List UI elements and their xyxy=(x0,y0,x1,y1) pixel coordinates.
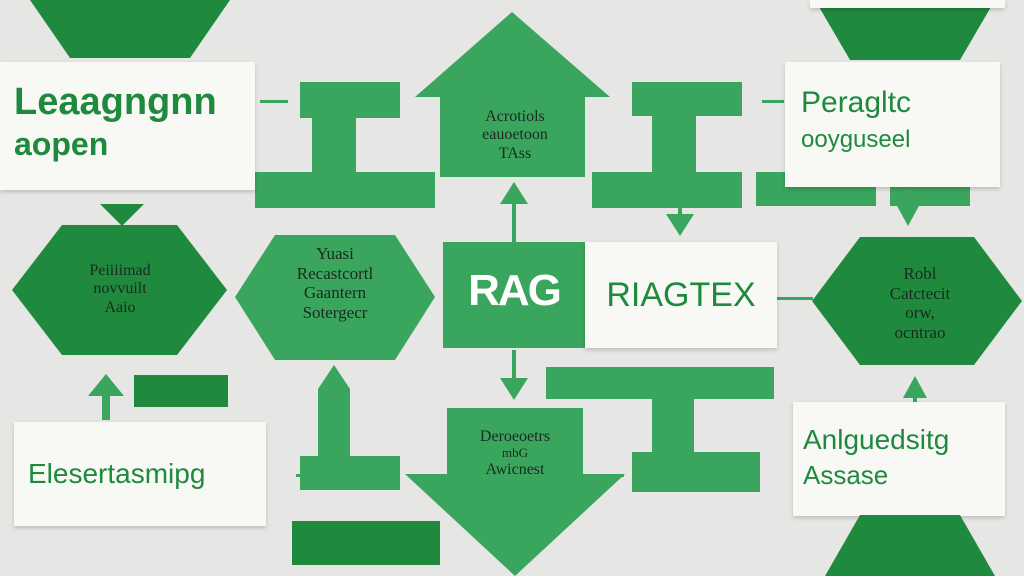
arrow-stem xyxy=(678,200,682,218)
dash-connector xyxy=(775,297,813,300)
top-left-box: Leaagngnn aopen xyxy=(0,62,255,190)
center-left-hexagon-label: Yuasi Recastcortl Gaantern Sotergecr xyxy=(255,244,415,322)
rag-block-left xyxy=(443,242,585,348)
label-line: ocntrao xyxy=(894,322,946,342)
rag-block-right-label: RIAGTEX xyxy=(606,276,756,314)
bottom-left-box-label: Elesertasmipg xyxy=(28,458,206,489)
connector-mid-left-stem xyxy=(318,389,350,461)
dash-connector xyxy=(762,100,784,103)
arrow-stem xyxy=(906,190,910,208)
top-center-house-label: Acrotiols eauoetoon TAss xyxy=(445,108,585,163)
label-line: eauoetoon xyxy=(482,126,548,144)
top-center-house xyxy=(415,12,610,177)
rag-block-right xyxy=(585,242,777,348)
bottom-left-box: Elesertasmipg xyxy=(14,422,266,526)
bottom-right-box-line1: Anlguedsitg xyxy=(803,424,950,455)
top-right-funnel xyxy=(815,0,995,60)
label-line: TAss xyxy=(498,144,532,162)
left-hexagon xyxy=(12,225,227,355)
arrow-down-icon xyxy=(500,378,528,400)
arrow-up-icon xyxy=(903,376,927,398)
arrow-stem xyxy=(102,396,110,420)
connector-mid-right-foot xyxy=(632,452,760,492)
label-line: Sotergecr xyxy=(302,302,368,322)
label-line: Deroeoetrs xyxy=(479,428,551,445)
arrow-stem xyxy=(913,394,917,402)
left-hexagon-label: Peiiiimad novvuilt Aaio xyxy=(40,262,200,317)
bottom-right-funnel xyxy=(825,515,995,576)
top-right-edge-box xyxy=(810,0,1005,8)
label-line: Acrotiols xyxy=(485,108,545,125)
connector-mid-left-foot xyxy=(300,456,400,490)
label-line: mbG xyxy=(502,445,528,461)
arrow-up-icon xyxy=(318,365,350,389)
top-left-funnel xyxy=(30,0,230,58)
arrow-down-icon xyxy=(896,204,920,226)
top-right-box-line1: Peragltc xyxy=(801,86,912,119)
label-line: Recastcortl xyxy=(296,263,374,283)
top-left-box-line2: aopen xyxy=(14,126,109,162)
arrow-up-icon xyxy=(500,182,528,204)
rag-block-left-label: RAG xyxy=(468,266,562,315)
connector-t-right-top xyxy=(632,82,742,116)
center-left-hexagon xyxy=(235,235,435,360)
bottom-center-arrow xyxy=(405,408,625,576)
label-line: Peiiiimad xyxy=(89,262,151,279)
bottom-right-box: Anlguedsitg Assase xyxy=(793,402,1005,516)
arrow-down-icon xyxy=(666,214,694,236)
arrow-stem xyxy=(512,200,516,242)
arrow-down-icon xyxy=(100,204,144,226)
top-right-box: Peragltc ooyguseel xyxy=(785,62,1000,187)
bottom-right-box-line2: Assase xyxy=(803,460,889,490)
connector-mid-right-bar xyxy=(546,367,774,399)
dash-connector xyxy=(260,100,288,103)
arrow-up-icon xyxy=(88,374,124,396)
connector-t-left-top xyxy=(300,82,400,118)
right-hexagon xyxy=(812,237,1022,365)
label-line: Catctecit xyxy=(889,283,951,303)
label-line: Aaio xyxy=(104,298,136,316)
label-line: Yuasi xyxy=(316,244,354,263)
bottom-center-arrow-label: Deroeoetrs mbG Awicnest xyxy=(450,428,580,480)
right-hexagon-label: Robl Catctecit orw, ocntrao xyxy=(850,264,990,342)
label-line: Robl xyxy=(903,264,937,283)
arrow-stem xyxy=(512,350,516,380)
bottom-dark-bar xyxy=(292,521,440,565)
label-line: Awicnest xyxy=(485,461,545,479)
label-line: orw, xyxy=(905,303,935,323)
label-line: Gaantern xyxy=(303,283,367,303)
top-right-box-line2: ooyguseel xyxy=(801,126,911,153)
top-left-box-line1: Leaagngnn xyxy=(14,81,217,123)
label-line: novvuilt xyxy=(93,280,147,298)
dark-bar xyxy=(134,375,228,407)
